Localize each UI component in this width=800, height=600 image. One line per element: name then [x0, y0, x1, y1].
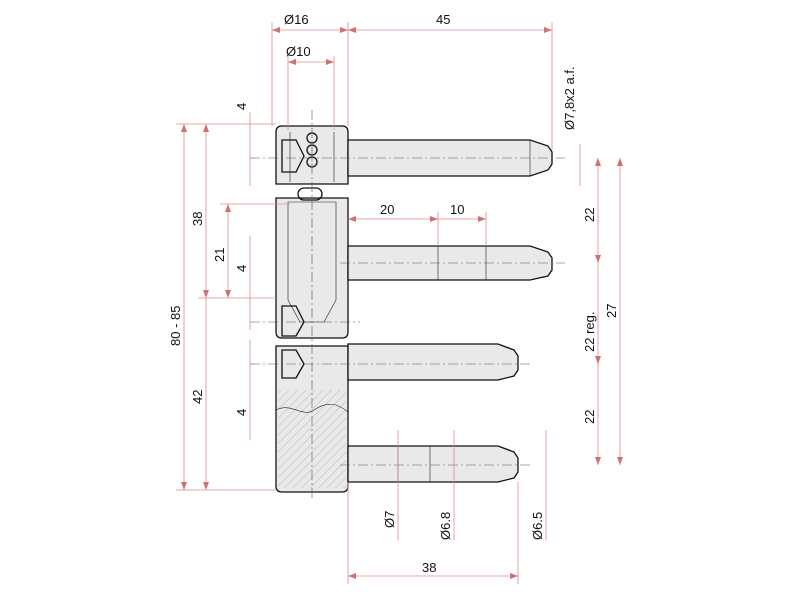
dim-dia10: Ø10	[286, 44, 311, 59]
center-lines	[250, 110, 565, 500]
dim-38-bottom: 38	[422, 560, 436, 575]
dim-21: 21	[212, 248, 227, 262]
bearing-ball	[297, 187, 323, 201]
socket-middle	[281, 305, 305, 337]
dim-22-a: 22	[582, 208, 597, 222]
pin-3	[347, 343, 519, 381]
dimension-lines	[176, 22, 621, 584]
dim-80-85: 80 - 85	[168, 306, 183, 346]
dim-42: 42	[190, 390, 205, 404]
socket-top	[281, 139, 305, 173]
pin-4	[347, 445, 519, 483]
dim-45: 45	[436, 12, 450, 27]
socket-lower	[281, 349, 305, 379]
dim-20: 20	[380, 202, 394, 217]
dim-4-low: 4	[234, 409, 249, 416]
dim-dia78: Ø7,8x2 a.f.	[562, 66, 577, 130]
dim-4-mid: 4	[234, 265, 249, 272]
dim-dia65: Ø6.5	[530, 512, 545, 540]
dim-dia16: Ø16	[284, 12, 309, 27]
break-line	[275, 403, 349, 413]
dim-22-reg: 22 reg.	[582, 312, 597, 352]
dim-22-b: 22	[582, 410, 597, 424]
dim-27: 27	[604, 304, 619, 318]
dim-38: 38	[190, 212, 205, 226]
dim-dia7: Ø7	[382, 511, 397, 528]
dim-10: 10	[450, 202, 464, 217]
dim-dia68: Ø6.8	[438, 512, 453, 540]
pins	[347, 139, 553, 483]
dimension-labels: Ø16 45 Ø10 Ø7,8x2 a.f. 4 38 21 4 80 - 85…	[168, 12, 619, 575]
arrowheads	[181, 27, 623, 579]
dim-4-top: 4	[234, 103, 249, 110]
